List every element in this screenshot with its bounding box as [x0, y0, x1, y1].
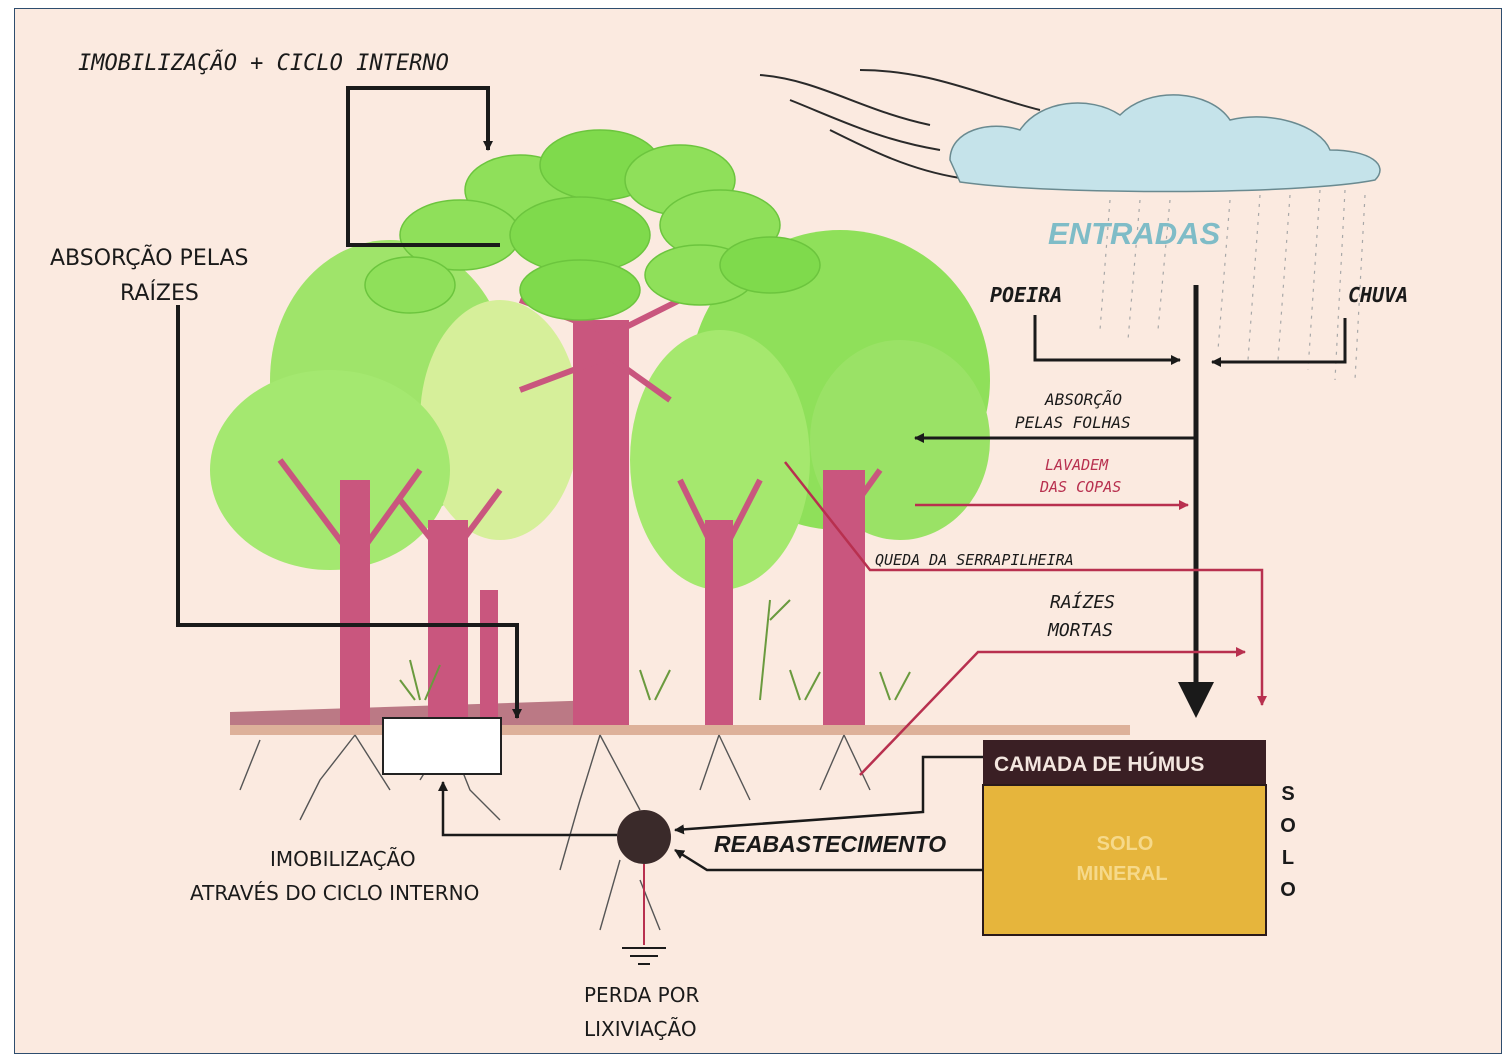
nutrient-pool — [617, 810, 671, 864]
ground-surface — [230, 725, 1130, 735]
label-root-absorption: ABSORÇÃO PELAS — [50, 244, 249, 271]
label-leaching: PERDA POR — [584, 983, 699, 1007]
emergent-tree-canopy — [365, 130, 820, 320]
label-immobilization: IMOBILIZAÇÃO — [270, 847, 416, 871]
ground-symbol — [622, 948, 666, 964]
soil-letter: O — [1280, 815, 1296, 837]
rain-cloud — [950, 95, 1380, 192]
dust-input-arrow — [1035, 315, 1180, 360]
label-inputs: ENTRADAS — [1048, 216, 1221, 251]
label-dust: POEIRA — [990, 283, 1062, 307]
soil-letter: L — [1282, 847, 1294, 869]
label-leaching-2: LIXIVIAÇÃO — [584, 1017, 697, 1041]
soil-letter: S — [1281, 783, 1294, 805]
label-canopy-wash: LAVADEM — [1045, 456, 1109, 474]
label-immobilization-2: ATRAVÉS DO CICLO INTERNO — [190, 881, 479, 905]
label-dead-roots: RAÍZES — [1050, 591, 1115, 613]
label-mineral-soil-2: MINERAL — [1076, 863, 1167, 885]
label-canopy-wash-2: DAS COPAS — [1039, 478, 1121, 496]
label-leaf-absorption-2: PELAS FOLHAS — [1015, 413, 1131, 432]
label-rain: CHUVA — [1348, 283, 1408, 307]
label-soil-vertical: S O L O — [1280, 783, 1296, 901]
label-litterfall: QUEDA DA SERRAPILHEIRA — [875, 551, 1074, 569]
immobilization-arrow — [443, 782, 617, 835]
label-mineral-soil: SOLO — [1097, 833, 1154, 855]
label-top-cycle: IMOBILIZAÇÃO + CICLO INTERNO — [78, 49, 449, 76]
immobilization-box — [383, 718, 501, 774]
rain-input-arrow — [1212, 318, 1345, 362]
mineral-soil — [983, 785, 1266, 935]
label-dead-roots-2: MORTAS — [1047, 620, 1113, 641]
inputs-main-arrowhead — [1178, 682, 1214, 718]
label-replenishment: REABASTECIMENTO — [714, 831, 946, 857]
label-humus-layer: CAMADA DE HÚMUS — [994, 752, 1204, 776]
label-root-absorption-2: RAÍZES — [120, 280, 199, 306]
label-leaf-absorption: ABSORÇÃO — [1044, 390, 1122, 409]
soil-letter: O — [1280, 879, 1296, 901]
